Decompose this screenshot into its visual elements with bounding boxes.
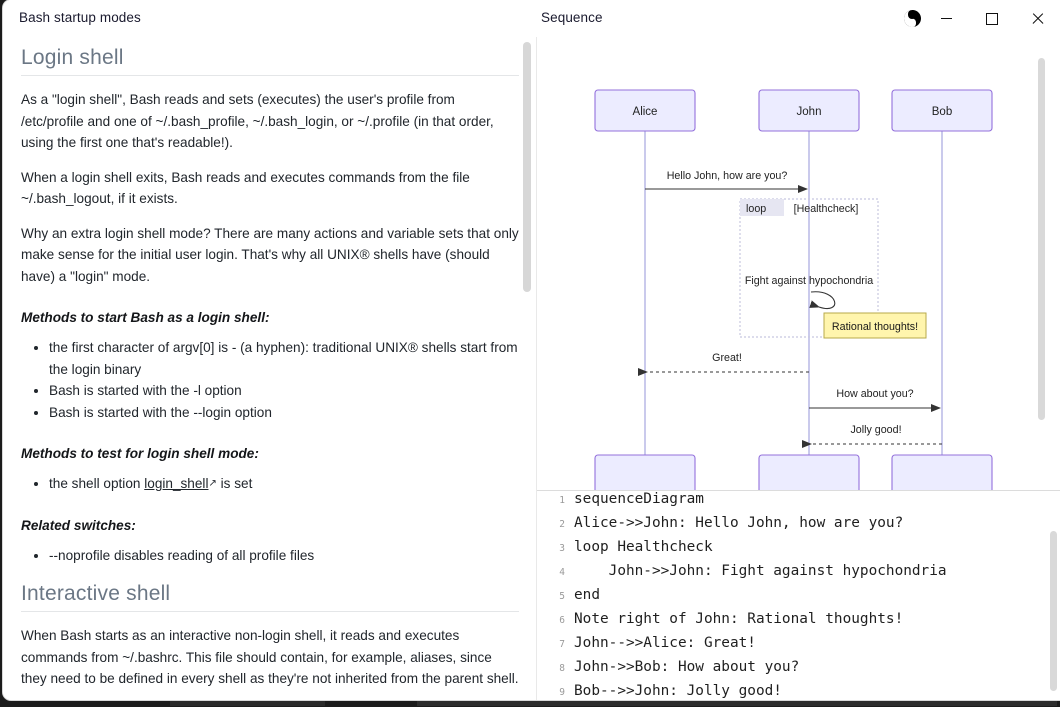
subheading-related-switches: Related switches: [21,517,136,533]
paragraph-login-shell-2: When a login shell exits, Bash reads and… [21,169,470,207]
close-button[interactable] [1015,0,1060,37]
line-number: 3 [559,543,565,554]
note-box-rational-thoughts[interactable] [823,312,927,339]
message-arrow-2-self [809,291,836,310]
line-text: John-->>Alice: Great! [574,635,756,651]
paragraph-login-shell-1: As a "login shell", Bash reads and sets … [21,92,494,150]
note-label: Rational thoughts! [832,321,918,333]
line-number: 5 [559,591,565,602]
code-line[interactable]: 4 John->>John: Fight against hypochondri… [537,563,1060,587]
document-content: Login shell As a "login shell", Bash rea… [21,46,519,690]
list-item: the first character of argv[0] is - (a h… [49,337,519,380]
loop-condition-label: [Healthcheck] [794,203,859,215]
code-line[interactable]: 7 John-->>Alice: Great! [537,635,1060,659]
line-text: John->>John: Fight against hypochondria [574,563,947,579]
document-tab-title[interactable]: Bash startup modes [19,10,141,25]
line-text: end [574,587,600,603]
pane-split-divider[interactable] [536,37,537,700]
yin-yang-icon [903,10,921,27]
maximize-icon [986,12,998,25]
editor-divider[interactable] [537,490,1060,491]
mermaid-code-editor[interactable]: 1 sequenceDiagram 2 Alice->>John: Hello … [537,491,1060,700]
loop-box [739,198,879,338]
line-number: 8 [559,663,565,674]
code-line[interactable]: 2 Alice->>John: Hello John, how are you? [537,515,1060,539]
list-item: --noprofile disables reading of all prof… [49,545,519,567]
message-label-5: Jolly good! [850,424,901,436]
app-window: Bash startup modes Sequence Login shell … [3,0,1060,700]
line-number: 7 [559,639,565,650]
line-number: 4 [559,567,565,578]
maximize-button[interactable] [969,0,1015,37]
actor-label-alice-top: Alice [633,106,658,118]
heading-login-shell: Login shell [21,46,519,76]
code-line[interactable]: 3 loop Healthcheck [537,539,1060,563]
loop-tag-background [740,199,784,216]
subheading-methods-to-test: Methods to test for login shell mode: [21,446,259,461]
list-methods-to-start: the first character of argv[0] is - (a h… [21,337,519,423]
actor-box-bob-top[interactable] [891,89,993,132]
paragraph-interactive-shell-1: When Bash starts as an interactive non-l… [21,628,519,686]
list-item-prefix: the shell option [49,476,145,491]
message-label-1: Hello John, how are you? [667,170,788,182]
document-scrollbar[interactable] [523,37,531,700]
diagram-scrollbar-thumb[interactable] [1038,58,1045,420]
sequence-pane-title: Sequence [541,10,603,25]
paragraph-login-shell-3: Why an extra login shell mode? There are… [21,225,519,284]
code-line[interactable]: 5 end [537,587,1060,611]
line-number: 2 [559,519,565,530]
line-text: John->>Bob: How about you? [574,659,800,675]
line-number: 1 [559,495,565,506]
line-number: 6 [559,615,565,626]
list-item: Bash is started with the -l option [49,380,519,402]
code-line[interactable]: 1 sequenceDiagram [537,491,1060,515]
line-text: Note right of John: Rational thoughts! [574,611,904,627]
line-number: 9 [559,687,565,698]
line-text: Alice->>John: Hello John, how are you? [574,515,904,531]
background-horizontal-scrollbar-left[interactable] [170,701,325,706]
code-line[interactable]: 6 Note right of John: Rational thoughts! [537,611,1060,635]
editor-scrollbar-thumb[interactable] [1050,531,1057,691]
link-login-shell[interactable]: login_shell [144,476,209,491]
actor-box-alice-top[interactable] [594,89,696,132]
code-line[interactable]: 8 John->>Bob: How about you? [537,659,1060,683]
actor-box-alice-bottom[interactable] [594,454,696,490]
minimize-icon [940,17,952,20]
actor-label-bob-top: Bob [932,106,952,118]
title-bar: Bash startup modes Sequence [3,0,1060,37]
list-methods-to-test: the shell option login_shell↗ is set [21,473,519,495]
message-label-3: Great! [712,352,742,364]
close-icon [1032,13,1044,25]
message-label-2: Fight against hypochondria [745,275,873,287]
document-pane[interactable]: Login shell As a "login shell", Bash rea… [3,37,536,700]
heading-interactive-shell: Interactive shell [21,582,519,612]
loop-tag-label: loop [746,203,766,215]
sequence-diagram-svg: loop [Healthcheck] Alice John Bob Hello … [594,89,993,490]
theme-toggle-button[interactable] [889,0,935,37]
subheading-methods-to-start: Methods to start Bash as a login shell: [21,310,270,325]
list-item-suffix: is set [216,476,253,491]
message-label-4: How about you? [836,388,913,400]
actor-label-john-top: John [797,106,822,118]
external-link-icon: ↗ [208,478,217,489]
list-related-switches: --noprofile disables reading of all prof… [21,545,519,567]
actor-box-bob-bottom[interactable] [891,454,993,490]
minimize-button[interactable] [923,0,969,37]
list-item: the shell option login_shell↗ is set [49,473,519,495]
line-text: loop Healthcheck [574,539,713,555]
actor-box-john-bottom[interactable] [758,454,860,490]
right-pane: loop [Healthcheck] Alice John Bob Hello … [537,37,1060,700]
actor-box-john-top[interactable] [758,89,860,132]
list-item: Bash is started with the --login option [49,402,519,424]
line-text: sequenceDiagram [574,491,704,507]
background-horizontal-scrollbar-right[interactable] [417,701,1057,706]
sequence-diagram-pane[interactable]: loop [Healthcheck] Alice John Bob Hello … [537,37,1060,490]
document-scrollbar-thumb[interactable] [523,42,531,292]
code-line[interactable]: 9 Bob-->>John: Jolly good! [537,683,1060,700]
line-text: Bob-->>John: Jolly good! [574,683,782,699]
